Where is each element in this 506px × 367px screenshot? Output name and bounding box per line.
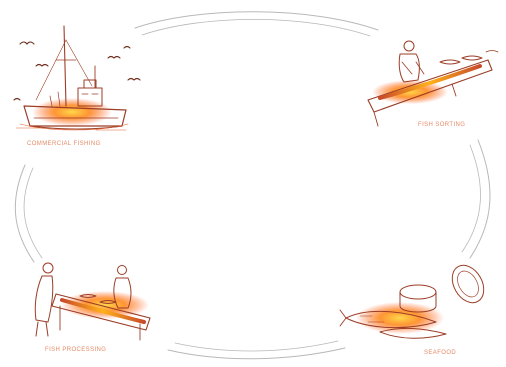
label-fish-processing: FISH PROCESSING bbox=[45, 347, 106, 353]
fishing-boat-icon bbox=[16, 26, 128, 130]
arc-right-inner bbox=[462, 145, 480, 252]
arc-left-inner bbox=[24, 168, 42, 258]
label-fish-sorting: FISH SORTING bbox=[418, 122, 465, 128]
label-seafood: SEAFOOD bbox=[424, 350, 456, 356]
seagull-icon bbox=[14, 42, 140, 100]
arc-right bbox=[470, 140, 490, 258]
seafood-cans-icon bbox=[340, 260, 490, 339]
arc-top-inner bbox=[142, 19, 370, 36]
arc-bottom bbox=[168, 348, 345, 359]
arc-bottom-inner bbox=[175, 341, 338, 351]
label-commercial-fishing: COMMERCIAL FISHING bbox=[27, 141, 101, 147]
fish-processing-workers-icon bbox=[35, 263, 150, 340]
fish-sorting-worker-icon bbox=[368, 41, 498, 126]
